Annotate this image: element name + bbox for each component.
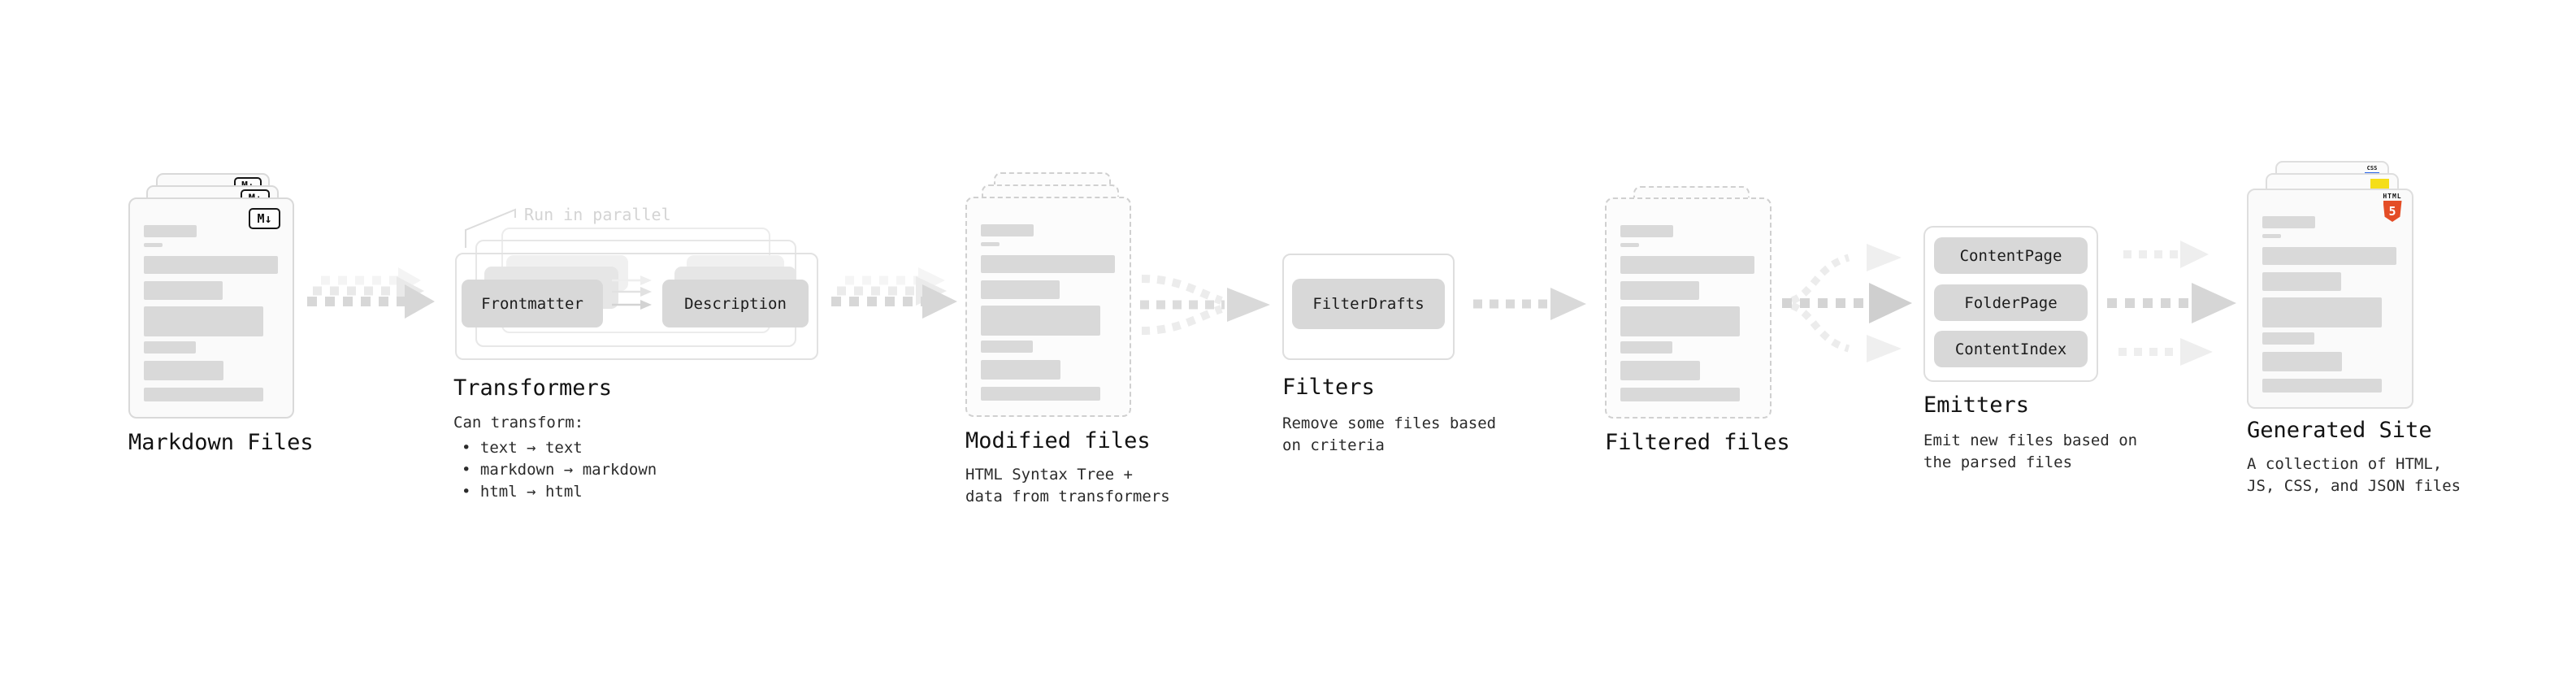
skeleton-line <box>1620 281 1699 300</box>
skeleton-line <box>981 360 1060 380</box>
modified-file-card <box>965 197 1131 417</box>
skeleton-line <box>1620 388 1740 401</box>
skeleton-line <box>981 255 1115 273</box>
skeleton-line <box>144 306 263 336</box>
contentindex-button: ContentIndex <box>1934 331 2088 367</box>
html5-icon: HTML 5 <box>2383 193 2402 222</box>
javascript-icon <box>2370 179 2389 189</box>
skeleton-line <box>144 243 163 247</box>
skeleton-line <box>144 341 196 354</box>
emitters-label: Emitters <box>1923 393 2030 418</box>
skeleton-line <box>981 242 1000 246</box>
filters-caption: on criteria <box>1282 436 1385 454</box>
flow-arrow-markdown-to-transformers <box>307 267 435 319</box>
skeleton-line <box>144 225 197 237</box>
transformers-bullet: • html → html <box>462 483 583 501</box>
filterdrafts-button: FilterDrafts <box>1292 279 1445 329</box>
folderpage-button: FolderPage <box>1934 284 2088 321</box>
markdown-icon: M↓ <box>249 208 280 229</box>
modified-files-caption: data from transformers <box>965 488 1170 505</box>
filtered-file-card <box>1605 197 1772 419</box>
transformers-caption-title: Can transform: <box>453 414 584 432</box>
site-file-card: HTML 5 <box>2247 189 2413 409</box>
generated-site-caption: A collection of HTML, <box>2247 455 2443 473</box>
skeleton-line <box>144 361 223 380</box>
flow-arrow-transformers-to-modified <box>831 267 957 319</box>
skeleton-line <box>2262 379 2382 393</box>
flow-arrow-filters-to-filtered <box>1473 288 1586 320</box>
markdown-files-label: Markdown Files <box>128 430 314 455</box>
skeleton-line <box>981 280 1060 299</box>
emitters-caption: Emit new files based on <box>1923 432 2138 449</box>
skeleton-line <box>1620 306 1740 336</box>
skeleton-line <box>2262 272 2341 291</box>
skeleton-line <box>2262 332 2314 345</box>
transformer-group-box <box>455 253 818 360</box>
skeleton-line <box>144 256 278 274</box>
skeleton-line <box>2262 234 2281 238</box>
skeleton-line <box>1620 361 1700 380</box>
contentpage-button: ContentPage <box>1934 237 2088 274</box>
emitters-caption: the parsed files <box>1923 453 2073 471</box>
skeleton-line <box>2262 352 2342 371</box>
annotation-connector-line <box>465 208 516 248</box>
skeleton-line <box>144 388 263 401</box>
skeleton-line <box>1620 225 1673 237</box>
generated-site-caption: JS, CSS, and JSON files <box>2247 477 2461 495</box>
transformers-bullet: • text → text <box>462 439 583 457</box>
flow-arrow-modified-to-filters <box>1140 275 1270 335</box>
flow-arrow-filtered-to-emitters <box>1782 244 1912 362</box>
skeleton-line <box>981 340 1033 353</box>
skeleton-line <box>981 306 1100 336</box>
skeleton-line <box>1620 341 1672 354</box>
transformer-inner-arrows <box>612 275 652 310</box>
modified-files-label: Modified files <box>965 428 1151 453</box>
skeleton-line <box>2262 216 2315 228</box>
skeleton-line <box>981 387 1100 401</box>
modified-files-caption: HTML Syntax Tree + <box>965 466 1133 484</box>
markdown-file-card: M↓ <box>128 197 294 419</box>
skeleton-line <box>2262 297 2382 327</box>
run-in-parallel-annotation: Run in parallel <box>524 205 671 224</box>
skeleton-line <box>1620 243 1639 247</box>
transformers-label: Transformers <box>453 375 613 401</box>
skeleton-line <box>981 224 1034 236</box>
filters-caption: Remove some files based <box>1282 414 1497 432</box>
generated-site-label: Generated Site <box>2247 418 2432 443</box>
skeleton-line <box>144 281 223 300</box>
frontmatter-button: Frontmatter <box>462 280 603 327</box>
description-button: Description <box>662 280 809 327</box>
transformers-bullet: • markdown → markdown <box>462 461 657 479</box>
flow-arrow-emitters-to-site <box>2107 241 2236 366</box>
filtered-files-label: Filtered files <box>1605 430 1790 455</box>
skeleton-line <box>2262 247 2396 265</box>
skeleton-line <box>1620 256 1754 274</box>
filters-label: Filters <box>1282 375 1375 400</box>
